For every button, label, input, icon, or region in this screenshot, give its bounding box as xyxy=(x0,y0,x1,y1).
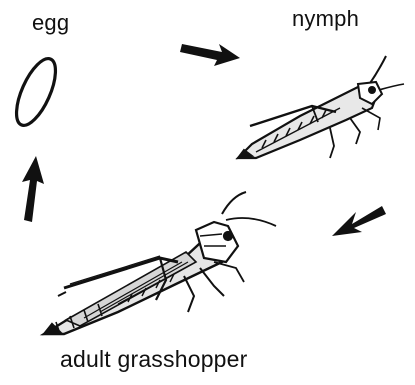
arrow-nymph-to-adult-icon xyxy=(332,206,386,236)
grasshopper-nymph-icon xyxy=(238,56,404,158)
arrow-adult-to-egg-icon xyxy=(22,156,44,222)
adult-grasshopper-icon xyxy=(44,192,276,334)
egg-icon xyxy=(9,53,64,130)
arrow-egg-to-nymph-icon xyxy=(180,44,240,66)
